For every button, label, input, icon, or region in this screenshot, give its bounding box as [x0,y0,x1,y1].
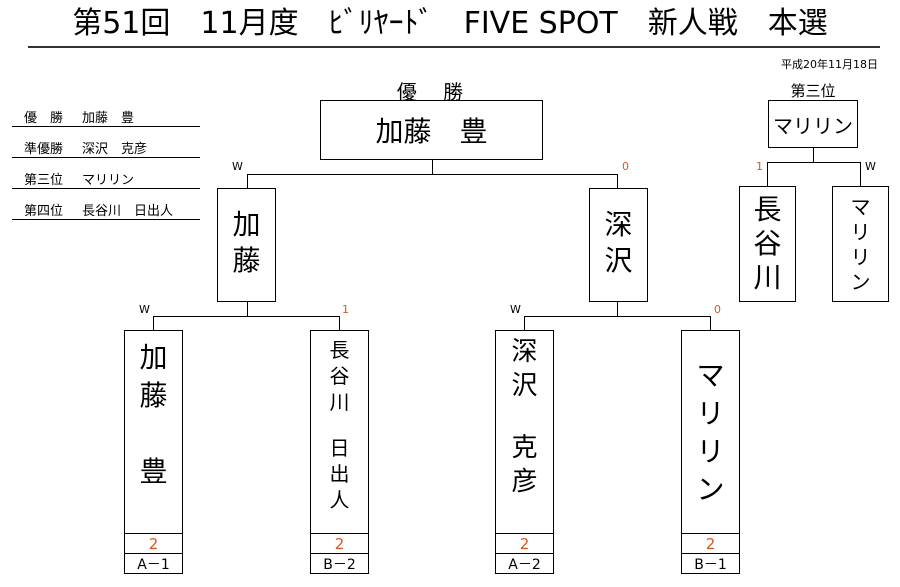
divider [311,553,368,554]
bracket-line [710,316,711,330]
third-right-box: マ リ リ ン [832,186,889,302]
r1-mark-b1: 0 [714,303,721,316]
name-char: ン [696,473,725,506]
name-char: 長 [329,338,350,362]
name-char: 深 [604,208,633,241]
bracket-line [247,302,248,316]
name-char: 川 [329,390,350,414]
champion-name: 加藤 豊 [375,115,488,148]
name-char: 長 [753,193,782,226]
name-char: 藤 [139,379,168,412]
result-label: 優 勝 [24,111,64,126]
bracket-line [767,162,861,163]
name-char: 克 [511,433,538,463]
r1-seed-label: B－2 [323,557,356,573]
name-char: 豊 [139,455,168,488]
name-char: 沢 [511,371,538,401]
final-right-box: 深 沢 [589,188,648,302]
name-char: マ [696,359,725,392]
third-left-mark: 1 [756,160,763,173]
name-char: 藤 [232,244,261,277]
r1-mark-a1: W [139,303,150,316]
result-label: 準優勝 [24,142,64,157]
result-row-third: 第三位 マリリン [12,166,200,189]
final-left-mark: W [232,160,243,173]
name-char: 深 [511,337,538,367]
champion-box: 加藤 豊 [320,100,543,160]
r1-score: 2 [334,535,345,553]
r1-score: 2 [519,535,530,553]
final-left-box: 加 藤 [217,188,276,302]
divider [125,553,182,554]
divider [496,553,553,554]
divider [496,533,553,534]
result-name: 加藤 豊 [82,111,135,126]
r1-score: 2 [148,535,159,553]
divider [682,533,739,534]
title-underline [28,46,880,48]
name-char: 沢 [604,244,633,277]
name-char: 谷 [329,364,350,388]
third-right-mark: W [865,160,876,173]
bracket-line [339,316,340,330]
results-summary: 優 勝 加藤 豊 準優勝 深沢 克彦 第三位 マリリン 第四位 長谷川 日出人 [12,104,200,220]
name-char: リ [696,397,725,430]
final-right-mark: 0 [622,160,629,173]
divider [311,533,368,534]
bracket-line [153,316,340,317]
bracket-line [617,174,618,188]
third-place-heading: 第三位 [790,82,836,100]
r1-box-a2: 深 沢 克 彦 2 A－2 [495,330,554,574]
r1-box-a1: 加 藤 豊 2 A－1 [124,330,183,574]
page-title: 第51回 11月度 ﾋﾞﾘﾔｰﾄﾞ FIVE SPOT 新人戦 本選 [72,6,828,41]
name-char: リ [696,435,725,468]
name-char: 彦 [511,467,538,497]
r1-mark-b2: 1 [342,303,349,316]
r1-seed-label: B－1 [694,557,727,573]
bracket-line [524,316,525,330]
name-char: リ [850,245,871,269]
name-char: 加 [232,208,261,241]
third-place-name: マリリン [773,113,853,138]
bracket-line [524,316,711,317]
bracket-line [153,316,154,330]
bracket-line [617,302,618,316]
result-row-fourth: 第四位 長谷川 日出人 [12,197,200,220]
name-char: 人 [329,488,350,512]
third-place-box: マリリン [768,100,858,148]
result-row-champion: 優 勝 加藤 豊 [12,104,200,127]
bracket-line [432,160,433,174]
name-char: リ [850,220,871,244]
third-left-box: 長 谷 川 [739,186,796,302]
result-name: 長谷川 日出人 [82,204,174,219]
bracket-line [247,174,248,188]
r1-box-b2: 長 谷 川 日 出 人 2 B－2 [310,330,369,574]
event-date: 平成20年11月18日 [781,58,878,71]
bracket-line [767,162,768,186]
name-char: 出 [329,462,350,486]
divider [682,553,739,554]
name-char: ン [850,270,871,294]
result-name: マリリン [82,173,135,188]
bracket-line [813,148,814,162]
r1-box-b1: マ リ リ ン 2 B－1 [681,330,740,574]
divider [125,533,182,534]
name-char: マ [850,195,871,219]
result-label: 第三位 [24,173,64,188]
bracket-line [247,174,618,175]
result-name: 深沢 克彦 [82,142,148,157]
r1-seed-label: A－2 [508,557,541,573]
name-char: 加 [139,341,168,374]
result-row-runner-up: 準優勝 深沢 克彦 [12,135,200,158]
bracket-line [860,162,861,186]
name-char: 日 [329,436,350,460]
r1-seed-label: A－1 [137,557,170,573]
name-char: 谷 [753,227,782,260]
r1-score: 2 [705,535,716,553]
r1-mark-a2: W [510,303,521,316]
result-label: 第四位 [24,204,64,219]
name-char: 川 [753,261,782,294]
